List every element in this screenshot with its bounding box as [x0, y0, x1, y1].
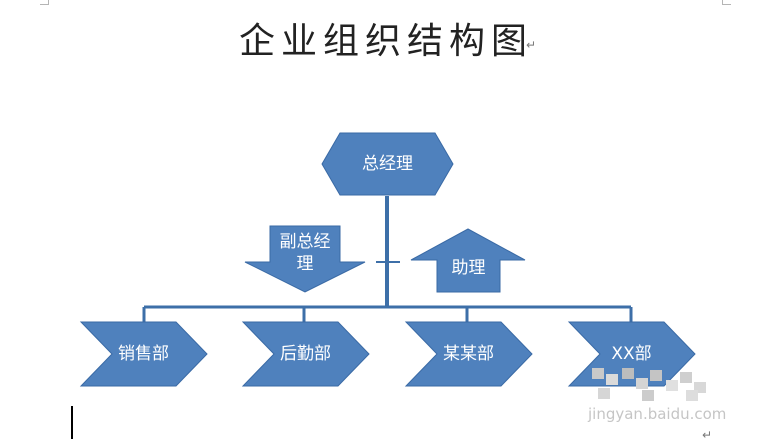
- paragraph-mark-bottom: ↵: [702, 428, 713, 442]
- margin-corner-right: [722, 0, 723, 5]
- label-general-manager[interactable]: 总经理: [362, 154, 413, 174]
- label-deputy-manager[interactable]: 副总经理: [279, 232, 331, 274]
- paragraph-mark: ↵: [526, 38, 537, 52]
- watermark-mosaic: [592, 368, 712, 402]
- label-dept-3[interactable]: 某某部: [443, 344, 494, 364]
- margin-corner-left-h: [40, 4, 49, 5]
- shape-dept-2: [241, 321, 370, 387]
- label-dept-4[interactable]: XX部: [611, 344, 652, 364]
- watermark-text: jingyan.baidu.com: [588, 405, 727, 423]
- shape-assistant: [410, 228, 526, 293]
- shape-general-manager: [321, 132, 454, 196]
- label-dept-2[interactable]: 后勤部: [280, 344, 331, 364]
- text-cursor: [71, 406, 73, 439]
- shape-dept-1: [79, 321, 208, 387]
- document-title[interactable]: 企业组织结构图: [238, 21, 533, 62]
- margin-corner-left: [48, 0, 49, 5]
- shape-dept-3: [404, 321, 533, 387]
- label-dept-1[interactable]: 销售部: [118, 344, 169, 364]
- shape-deputy-manager: [244, 225, 366, 293]
- label-assistant[interactable]: 助理: [451, 258, 486, 278]
- margin-corner-right-h: [722, 4, 731, 5]
